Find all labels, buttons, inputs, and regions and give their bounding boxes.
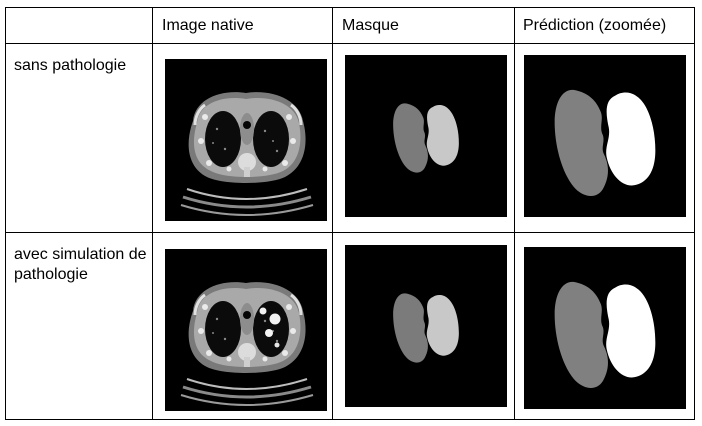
table-header-divider (5, 43, 695, 44)
header-prediction: Prédiction (zoomée) (523, 17, 667, 34)
row-label-avec-simulation: avec simulation de pathologie (14, 246, 147, 283)
ct-scan-image (165, 59, 327, 221)
table-border-bottom (5, 419, 695, 420)
table-border-left (5, 7, 6, 420)
lung-mask-image (345, 55, 507, 217)
lung-prediction-image (524, 55, 686, 217)
header-image-native: Image native (162, 17, 254, 34)
table-column-divider (332, 7, 333, 420)
header-masque: Masque (342, 17, 399, 34)
results-table: Image native Masque Prédiction (zoomée) … (5, 7, 695, 420)
lung-prediction-image (524, 247, 686, 409)
table-border-top (5, 7, 695, 8)
table-column-divider (514, 7, 515, 420)
table-column-divider (152, 7, 153, 420)
table-row-divider (5, 232, 695, 233)
lung-mask-image (345, 245, 507, 407)
table-border-right (694, 7, 695, 420)
ct-scan-image (165, 249, 327, 411)
row-label-sans-pathologie: sans pathologie (14, 57, 127, 74)
